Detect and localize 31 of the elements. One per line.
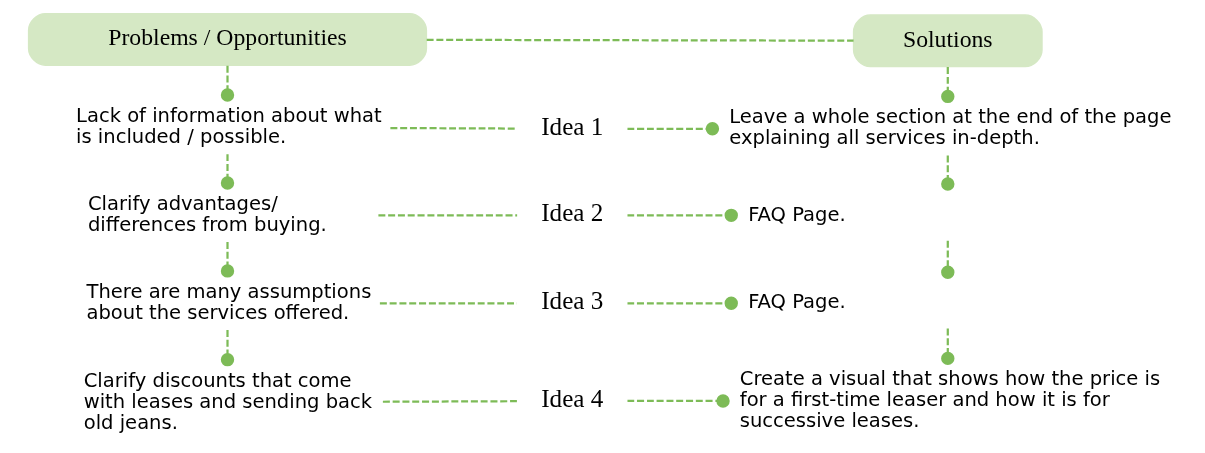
connector: [940, 67, 954, 104]
node-box: Solutions: [852, 14, 1043, 68]
connector: [627, 394, 730, 408]
node-text: Leave a whole section at the end of the page explaining all services in-depth.: [728, 105, 1171, 150]
node-text: Idea 3: [540, 287, 603, 315]
node-text: There are many assumptions about the services offered.: [86, 279, 371, 324]
connector: [627, 122, 719, 136]
connector: [627, 208, 738, 223]
node-text: FAQ Page.: [747, 290, 846, 314]
connector: [220, 242, 234, 278]
node-text: Idea 1: [540, 112, 603, 140]
node-text: Create a visual that shows how the price is for a first-time leaser and how it is for successive leases.: [739, 367, 1160, 433]
node-text: Idea 4: [540, 385, 603, 413]
node-text: FAQ Page.: [747, 202, 846, 226]
connector: [377, 214, 517, 217]
connector: [627, 296, 738, 310]
connector: [379, 302, 517, 305]
connector: [940, 155, 954, 191]
node-text: Clarify discounts that come with leases and sending back old jeans.: [83, 368, 372, 434]
connector: [426, 38, 854, 42]
node-text: Idea 2: [540, 199, 603, 227]
connector: [940, 240, 954, 279]
connector: [220, 329, 234, 367]
node-text: Lack of information about what is included / possible.: [75, 104, 382, 149]
connector: [940, 328, 954, 366]
connector: [220, 154, 234, 190]
node-box: Problems / Opportunities: [27, 12, 427, 66]
connector: [389, 126, 517, 130]
connector: [220, 65, 234, 102]
connector: [382, 400, 517, 403]
node-text: Clarify advantages/ differences from buying.: [87, 192, 327, 236]
